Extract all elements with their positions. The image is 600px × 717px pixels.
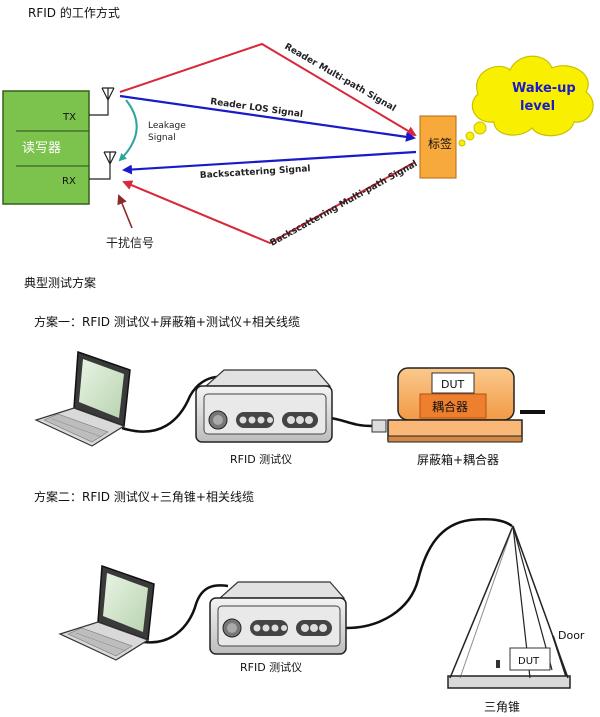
reader-multipath-label: Reader Multi-path Signal <box>283 42 398 114</box>
plan1-tester-label: RFID 测试仪 <box>230 453 292 466</box>
plan2-cone-chamber <box>447 525 571 689</box>
interference-arrow <box>117 194 133 229</box>
plan1-title: 方案一：RFID 测试仪+屏蔽箱+测试仪+相关线缆 <box>34 315 300 329</box>
plan1-rfid-tester-icon <box>195 369 333 443</box>
plan1-coupler-box <box>419 393 487 419</box>
reader-multipath-arrow <box>119 42 417 137</box>
plan2-tester-label: RFID 测试仪 <box>240 661 302 674</box>
plan2-title: 方案二：RFID 测试仪+三角锥+相关线缆 <box>34 490 254 504</box>
plan1-connector-icon <box>371 419 387 433</box>
wakeup-line2: level <box>520 99 555 114</box>
plan2-cable-laptop <box>133 584 229 644</box>
plan2-door-label: Door <box>558 629 585 642</box>
tx-label: TX <box>62 112 76 123</box>
plan1-coupler-label: 耦合器 <box>432 399 468 414</box>
tag-box <box>419 115 457 179</box>
plan1-laptop-icon <box>34 350 131 447</box>
plan1-dut-box <box>431 372 475 394</box>
rx-antenna-icon <box>89 151 117 180</box>
leakage-line2: Signal <box>148 133 176 143</box>
wakeup-line1: Wake-up <box>512 81 576 96</box>
plan2-rfid-tester-icon <box>209 581 347 655</box>
backscatter-multipath-arrow <box>122 161 416 245</box>
plan2-cone-caption: 三角锥 <box>484 700 520 714</box>
test-plans-heading: 典型测试方案 <box>24 276 97 290</box>
reader-los-arrow <box>119 94 416 142</box>
wakeup-cloud <box>458 55 594 147</box>
plan2-cable-cone <box>345 518 513 630</box>
plan1-box-caption: 屏蔽箱+耦合器 <box>417 452 499 467</box>
tx-antenna-icon <box>89 87 115 116</box>
plan2-dut-label: DUT <box>518 656 540 667</box>
interference-label: 干扰信号 <box>106 236 154 250</box>
backscatter-label: Backscattering Signal <box>200 164 311 181</box>
rx-label: RX <box>62 176 76 187</box>
reader-label: 读写器 <box>22 141 61 156</box>
leakage-arrow <box>118 99 138 162</box>
plan1-cable-box <box>329 416 373 428</box>
tag-label: 标签 <box>428 136 452 151</box>
plan1-dut-label: DUT <box>441 378 465 391</box>
backscatter-arrow <box>122 150 417 175</box>
reader-box <box>2 90 90 205</box>
leakage-line1: Leakage <box>148 121 186 131</box>
rfid-section-title: RFID 的工作方式 <box>28 6 120 20</box>
plan2-dut-box <box>509 647 551 671</box>
plan2-laptop-icon <box>58 564 155 661</box>
